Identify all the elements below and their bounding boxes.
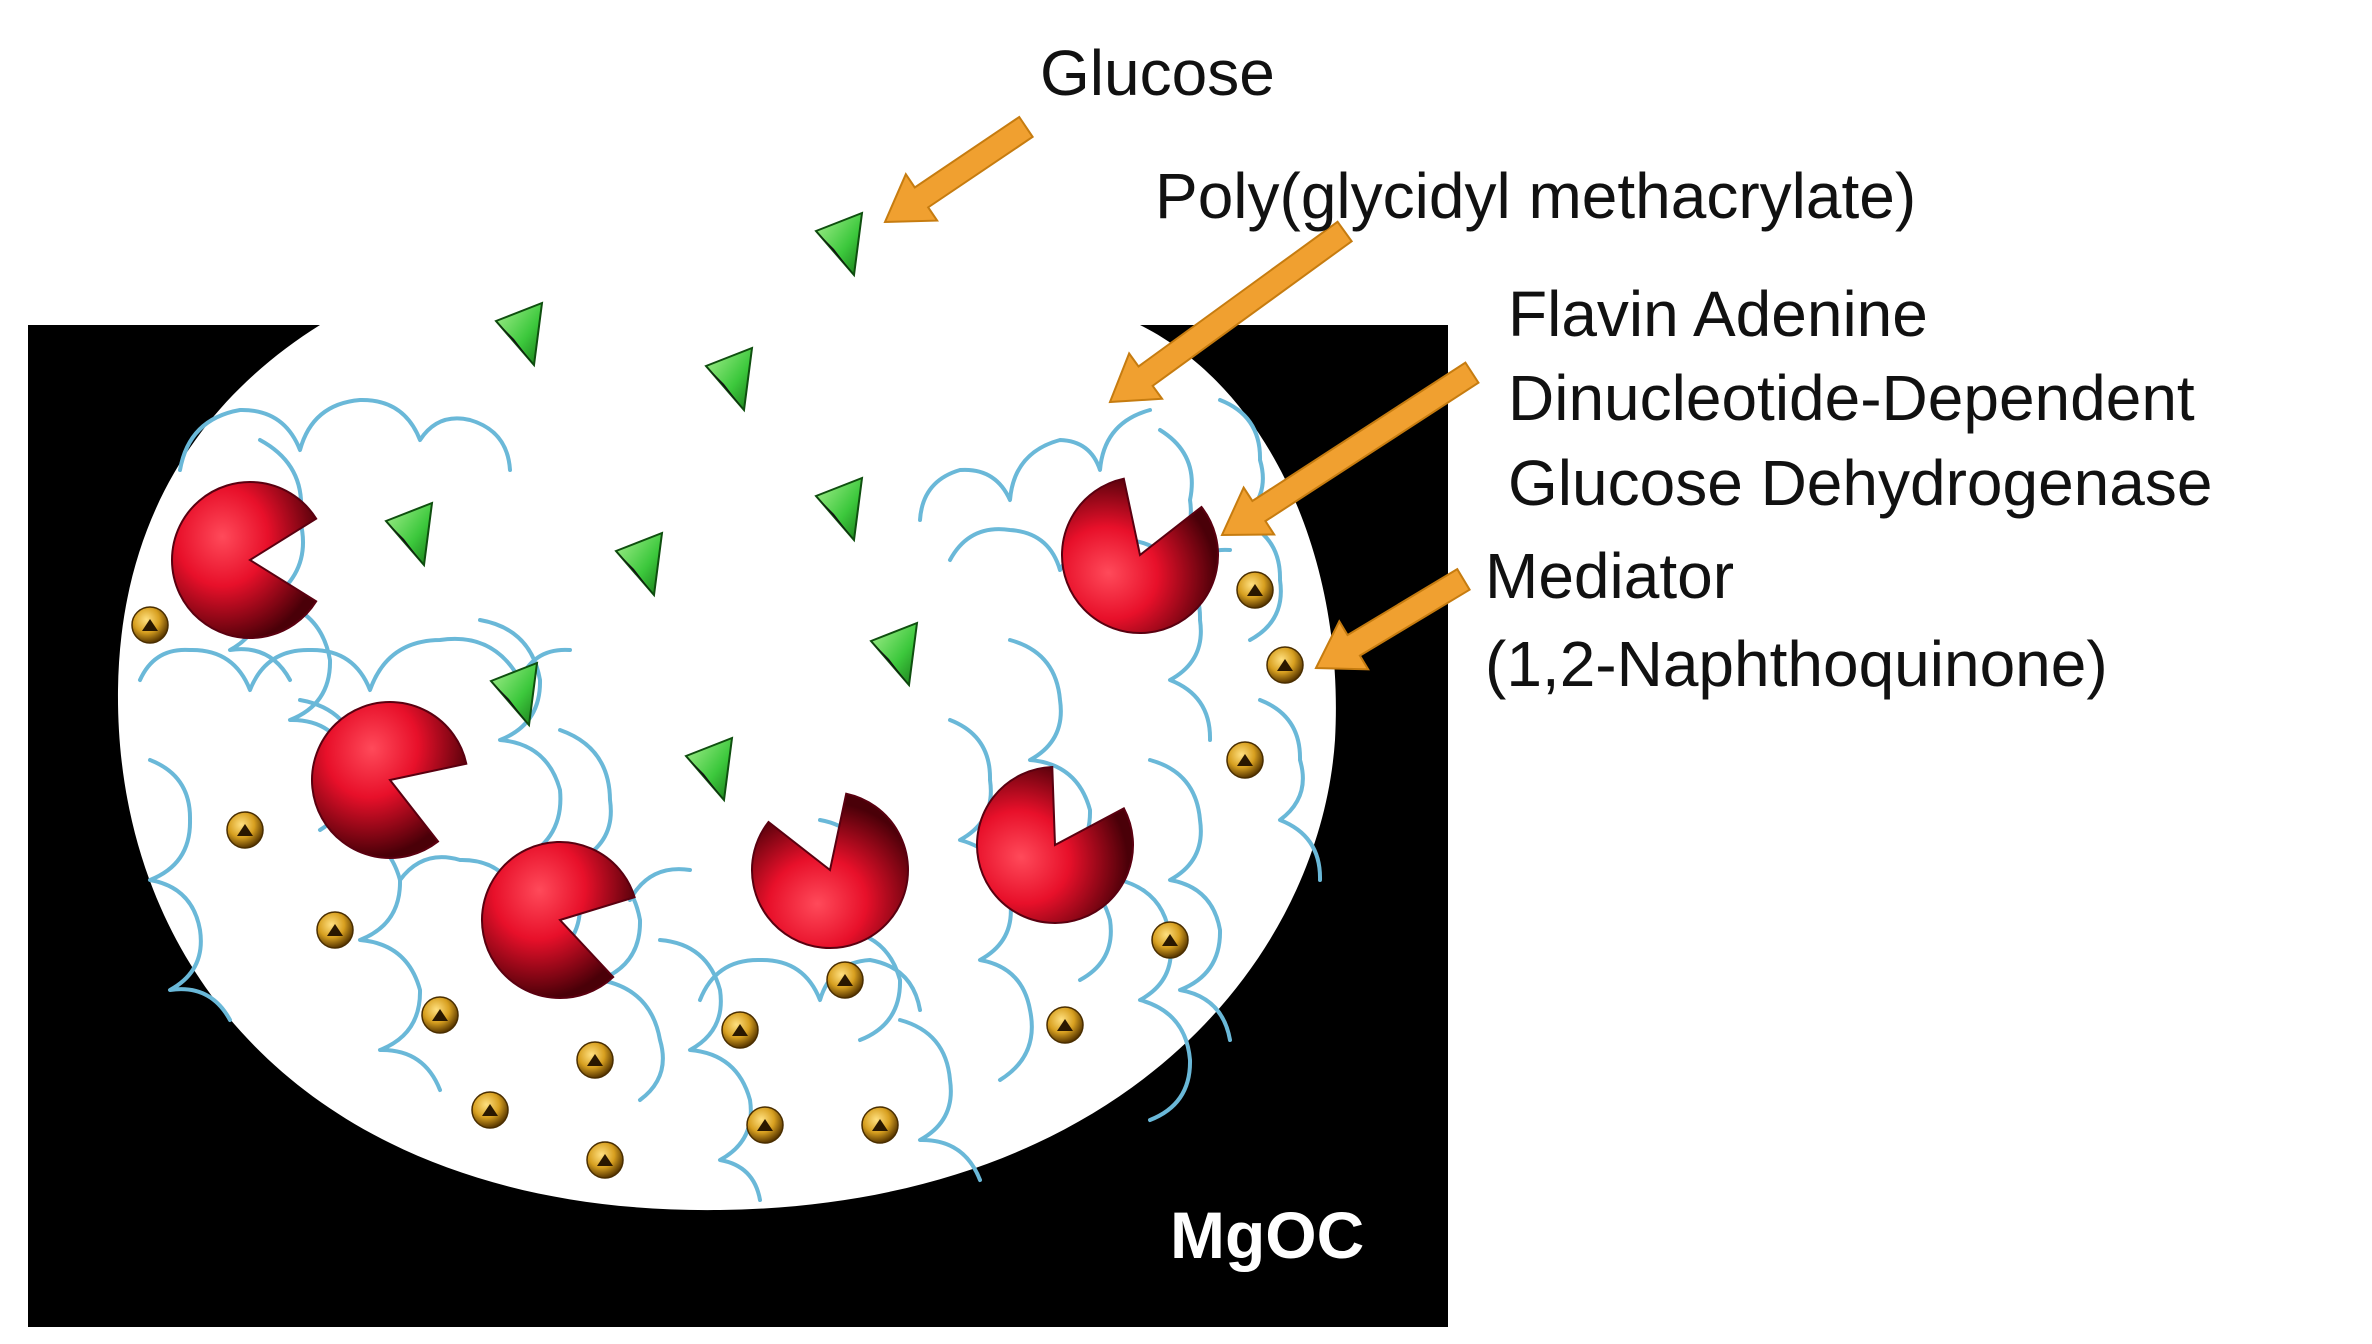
enzyme-label-line3: Glucose Dehydrogenase [1508, 447, 2212, 519]
glucose-wedge-icon [489, 661, 539, 728]
substrate-label: MgOC [1170, 1198, 1364, 1272]
glucose-wedge-icon [814, 211, 864, 278]
mediator-bead-icon [131, 606, 169, 644]
mediator-bead-icon [746, 1106, 784, 1144]
enzyme-pacman-icon [481, 841, 636, 999]
glucose-group [384, 211, 919, 803]
polymer-chain-icon [1118, 878, 1193, 1122]
glucose-arrow [883, 115, 1035, 224]
enzyme-pacman-icon [751, 792, 909, 949]
polymer-chain-icon [178, 397, 512, 472]
polymer-chain-icon [558, 728, 665, 1102]
polymer-chain-icon [698, 957, 922, 1012]
polymer-label: Poly(glycidyl methacrylate) [1155, 160, 1916, 232]
polymer-chain-icon [1148, 758, 1232, 1042]
polymer-chain-icon [918, 408, 1152, 522]
enzyme-pacman-icon [311, 701, 468, 859]
polymer-chain-icon [1008, 638, 1113, 982]
mediator-bead-icon [1046, 1006, 1084, 1044]
mediator-bead-icon [1266, 646, 1304, 684]
glucose-wedge-icon [384, 501, 434, 568]
polymer-chain-icon [898, 1018, 982, 1182]
mediator-label-line1: Mediator [1485, 540, 1734, 612]
mediator-bead-icon [471, 1091, 509, 1129]
glucose-wedge-icon [494, 301, 544, 368]
mediator-label-line2: (1,2-Naphthoquinone) [1485, 628, 2108, 700]
mediator-group [131, 571, 1304, 1179]
mediator-arrow [1314, 567, 1471, 671]
enzyme-label-line2: Dinucleotide-Dependent [1508, 362, 2195, 434]
enzyme-group [171, 477, 1219, 999]
mediator-bead-icon [861, 1106, 899, 1144]
enzyme-label-line1: Flavin Adenine [1508, 278, 1928, 350]
mediator-bead-icon [826, 961, 864, 999]
glucose-wedge-icon [869, 621, 919, 688]
polymer-arrow [1108, 220, 1354, 404]
glucose-wedge-icon [704, 346, 754, 413]
polymer-chain-icon [1258, 698, 1323, 882]
mediator-bead-icon [721, 1011, 759, 1049]
enzyme-pacman-icon [171, 481, 318, 639]
enzyme-pacman-icon [1061, 477, 1219, 634]
mediator-bead-icon [576, 1041, 614, 1079]
glucose-wedge-icon [814, 476, 864, 543]
enzyme-pacman-icon [976, 766, 1134, 924]
glucose-wedge-icon [614, 531, 664, 598]
glucose-label: Glucose [1040, 37, 1275, 109]
mediator-bead-icon [316, 911, 354, 949]
mediator-bead-icon [1236, 571, 1274, 609]
mediator-bead-icon [421, 996, 459, 1034]
mediator-bead-icon [1151, 921, 1189, 959]
mediator-bead-icon [1226, 741, 1264, 779]
mediator-bead-icon [226, 811, 264, 849]
enzyme-arrow [1220, 361, 1480, 537]
polymer-chain-icon [138, 636, 572, 692]
arrow-group [883, 115, 1480, 671]
mediator-bead-icon [586, 1141, 624, 1179]
polymer-chain-icon [148, 758, 232, 1022]
glucose-wedge-icon [684, 736, 734, 803]
